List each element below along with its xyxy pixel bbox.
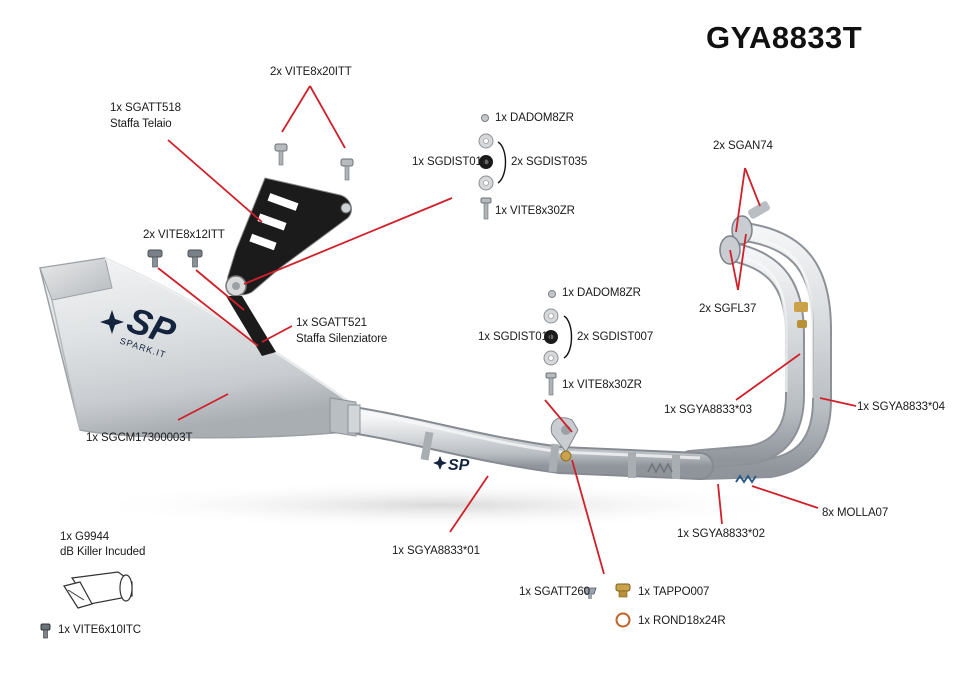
leader-sgfl37-a (729, 249, 739, 291)
leader-sgatt518 (167, 139, 263, 223)
leader-sgya8833-04 (819, 397, 857, 407)
leader-sgan74-a (735, 167, 746, 233)
leader-sgatt521 (261, 325, 293, 343)
label-sgdist007: 2x SGDIST007 (577, 331, 654, 343)
leader-vite8x12itt-b (195, 269, 245, 311)
label-sgatt518: 1x SGATT518 (110, 102, 181, 114)
leader-vite8x12itt-a (157, 267, 259, 347)
hardware-vite6x10itc (40, 623, 51, 639)
hardware-vite8x20itt (274, 143, 354, 181)
leader-vite8x20itt-b (309, 85, 346, 149)
label-sgya8833-04: 1x SGYA8833*04 (857, 401, 945, 413)
label-dadom8zr-top: 1x DADOM8ZR (495, 112, 574, 124)
label-rond18x24r: 1x ROND18x24R (638, 615, 726, 627)
db-killer (63, 571, 133, 609)
label-staffa-silenziatore: Staffa Silenziatore (296, 333, 388, 345)
label-sgya8833-03: 1x SGYA8833*03 (664, 404, 752, 416)
label-g9944: 1x G9944 (60, 531, 110, 543)
hardware-stack-top (478, 114, 494, 220)
label-sgya8833-01: 1x SGYA8833*01 (392, 545, 480, 557)
leader-lines (157, 85, 857, 575)
leader-sgan74-b (744, 167, 761, 207)
brace-sgdist035 (497, 141, 507, 184)
hardware-tappo007 (615, 583, 631, 598)
label-vite8x12itt: 2x VITE8x12ITT (143, 229, 225, 241)
label-sgdist035: 2x SGDIST035 (511, 156, 588, 168)
link-pipe (326, 404, 757, 484)
label-sgya8833-02: 1x SGYA8833*02 (677, 528, 765, 540)
label-vite8x20itt: 2x VITE8x20ITT (270, 66, 352, 78)
bracket-lines (497, 141, 573, 359)
label-sgatt260: 1x SGATT260 (519, 586, 590, 598)
label-sgatt521: 1x SGATT521 (296, 317, 367, 329)
silencer (39, 256, 361, 439)
leader-molla07 (751, 485, 819, 509)
leader-hardware-mid (544, 399, 573, 433)
leader-vite8x20itt-a (281, 85, 311, 133)
diagram-title: GYA8833T (706, 20, 863, 55)
pipe-logo-text: SP (448, 457, 470, 474)
label-tappo007: 1x TAPPO007 (638, 586, 710, 598)
label-sgfl37: 2x SGFL37 (699, 303, 757, 315)
leader-sgya8833-03 (735, 353, 801, 401)
label-molla07: 8x MOLLA07 (822, 507, 889, 519)
label-dadom8zr-mid: 1x DADOM8ZR (562, 287, 641, 299)
label-vite8x30zr-mid: 1x VITE8x30ZR (562, 379, 642, 391)
label-sgan74: 2x SGAN74 (713, 140, 773, 152)
leader-sgatt260 (571, 459, 605, 575)
leader-sgya8833-01 (449, 475, 489, 533)
header-pipes (680, 201, 832, 480)
label-sgdist011-top: 1x SGDIST011 (412, 156, 488, 168)
pipe-logo: SP (433, 456, 470, 474)
label-sgcm17300003t: 1x SGCM17300003T (86, 432, 193, 444)
hardware-stack-mid (543, 290, 559, 396)
brace-sgdist007 (563, 315, 573, 359)
leader-sgya8833-02 (717, 483, 723, 525)
hardware-vite8x12itt (147, 249, 203, 268)
hardware-sgatt260 (583, 587, 597, 599)
label-db-killer: dB Killer Incuded (60, 546, 146, 558)
label-staffa-telaio: Staffa Telaio (110, 118, 172, 130)
label-vite6x10itc: 1x VITE6x10ITC (58, 624, 141, 636)
label-vite8x30zr-top: 1x VITE8x30ZR (495, 205, 575, 217)
label-sgdist011-mid: 1x SGDIST011 (478, 331, 554, 343)
leader-sgfl37-b (737, 233, 747, 291)
floor-shadow (80, 481, 800, 529)
frame-bracket (225, 177, 352, 297)
leader-sgcm (177, 393, 229, 421)
hardware-rond18x24r (615, 612, 631, 628)
leader-hardware-top (243, 197, 453, 285)
